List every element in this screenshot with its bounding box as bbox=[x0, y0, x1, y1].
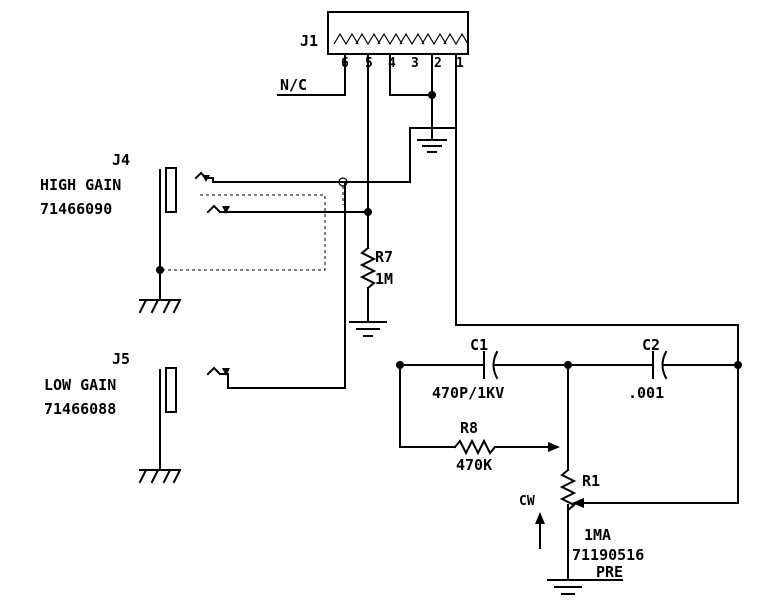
junction-dot bbox=[364, 208, 372, 216]
wiper-arrow bbox=[572, 498, 584, 508]
capacitor-c1-value: 470P/1KV bbox=[432, 384, 504, 402]
jack-j5: J5 LOW GAIN 71466088 bbox=[44, 181, 346, 484]
junction-dot bbox=[428, 91, 436, 99]
potentiometer-cw-label: CW bbox=[519, 494, 535, 509]
signal-bus bbox=[396, 361, 742, 369]
resistor-r7-ref: R7 bbox=[375, 248, 393, 266]
potentiometer-r1-ref: R1 bbox=[582, 472, 600, 490]
capacitor-c1: C1 470P/1KV bbox=[432, 336, 504, 402]
jack-j4-ref: J4 bbox=[112, 151, 130, 169]
jack-arrow bbox=[222, 206, 230, 214]
cw-arrow-icon bbox=[535, 512, 545, 524]
jack-arrow bbox=[222, 368, 230, 376]
connector-j1-ref: J1 bbox=[300, 32, 318, 50]
capacitor-c1-ref: C1 bbox=[470, 336, 488, 354]
output-label: PRE bbox=[596, 563, 623, 581]
connector-j1: J1 6 5 4 3 2 1 bbox=[300, 11, 469, 71]
resistor-r7: R7 1M bbox=[349, 246, 393, 337]
capacitor-c2-ref: C2 bbox=[642, 336, 660, 354]
nc-wire: N/C bbox=[277, 53, 346, 96]
pin2-3-ground-loop bbox=[389, 53, 739, 366]
jack-j5-part: 71466088 bbox=[44, 400, 116, 418]
junction-dot bbox=[156, 266, 164, 274]
jack-j4-name: HIGH GAIN bbox=[40, 176, 121, 194]
nc-label: N/C bbox=[280, 76, 307, 94]
j1-pin-2: 2 bbox=[434, 56, 442, 71]
potentiometer-r1-value: 1MA bbox=[584, 526, 611, 544]
wiper-arrow bbox=[548, 442, 560, 452]
capacitor-c2-value: .001 bbox=[628, 384, 664, 402]
j1-pin-3: 3 bbox=[411, 56, 419, 71]
resistor-r8-value: 470K bbox=[456, 456, 492, 474]
j1-pin-1: 1 bbox=[456, 56, 464, 71]
ground-symbol bbox=[417, 127, 447, 153]
resistor-r8: R8 470K bbox=[399, 364, 560, 474]
j1-pin-4: 4 bbox=[388, 56, 396, 71]
jack-j5-ref: J5 bbox=[112, 350, 130, 368]
resistor-r8-ref: R8 bbox=[460, 419, 478, 437]
capacitor-c2: C2 .001 bbox=[628, 336, 668, 402]
jack-j4-part: 71466090 bbox=[40, 200, 112, 218]
potentiometer-r1-part: 71190516 bbox=[572, 546, 644, 564]
resistor-r7-value: 1M bbox=[375, 270, 393, 288]
jack-j5-name: LOW GAIN bbox=[44, 376, 116, 394]
potentiometer-r1: CW R1 1MA 71190516 PRE bbox=[519, 364, 739, 595]
jack-arrow bbox=[202, 175, 210, 182]
jack-j4: J4 HIGH GAIN 71466090 bbox=[40, 151, 411, 314]
